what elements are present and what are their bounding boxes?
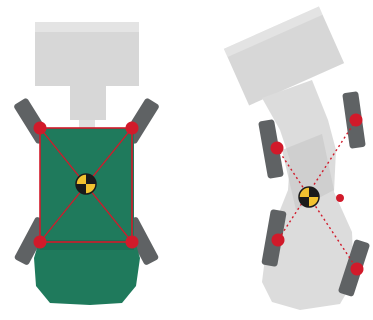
- contact-point: [125, 235, 139, 249]
- contact-point: [350, 262, 364, 276]
- chassis-shadow: [40, 240, 134, 250]
- attachment-edge: [223, 6, 323, 58]
- machine-straight: [14, 22, 159, 305]
- secondary-point: [336, 194, 344, 202]
- articulated-joint: [282, 134, 334, 210]
- attachment-edge: [35, 22, 139, 32]
- support-diagonal: [277, 119, 357, 241]
- front-attachment: [35, 22, 139, 86]
- support-diagonal: [276, 147, 358, 270]
- contact-point: [33, 235, 47, 249]
- contact-point: [33, 121, 47, 135]
- contact-point: [125, 121, 139, 135]
- machine-articulated: [223, 6, 370, 310]
- center-of-gravity-icon: [75, 173, 97, 195]
- contact-point: [349, 113, 363, 127]
- contact-point: [271, 233, 285, 247]
- support-polygon: [39, 127, 133, 243]
- boom-neck: [70, 86, 106, 120]
- front-attachment: [223, 6, 345, 106]
- center-of-gravity-icon: [298, 186, 320, 208]
- chassis-body: [34, 128, 140, 305]
- contact-point: [270, 141, 284, 155]
